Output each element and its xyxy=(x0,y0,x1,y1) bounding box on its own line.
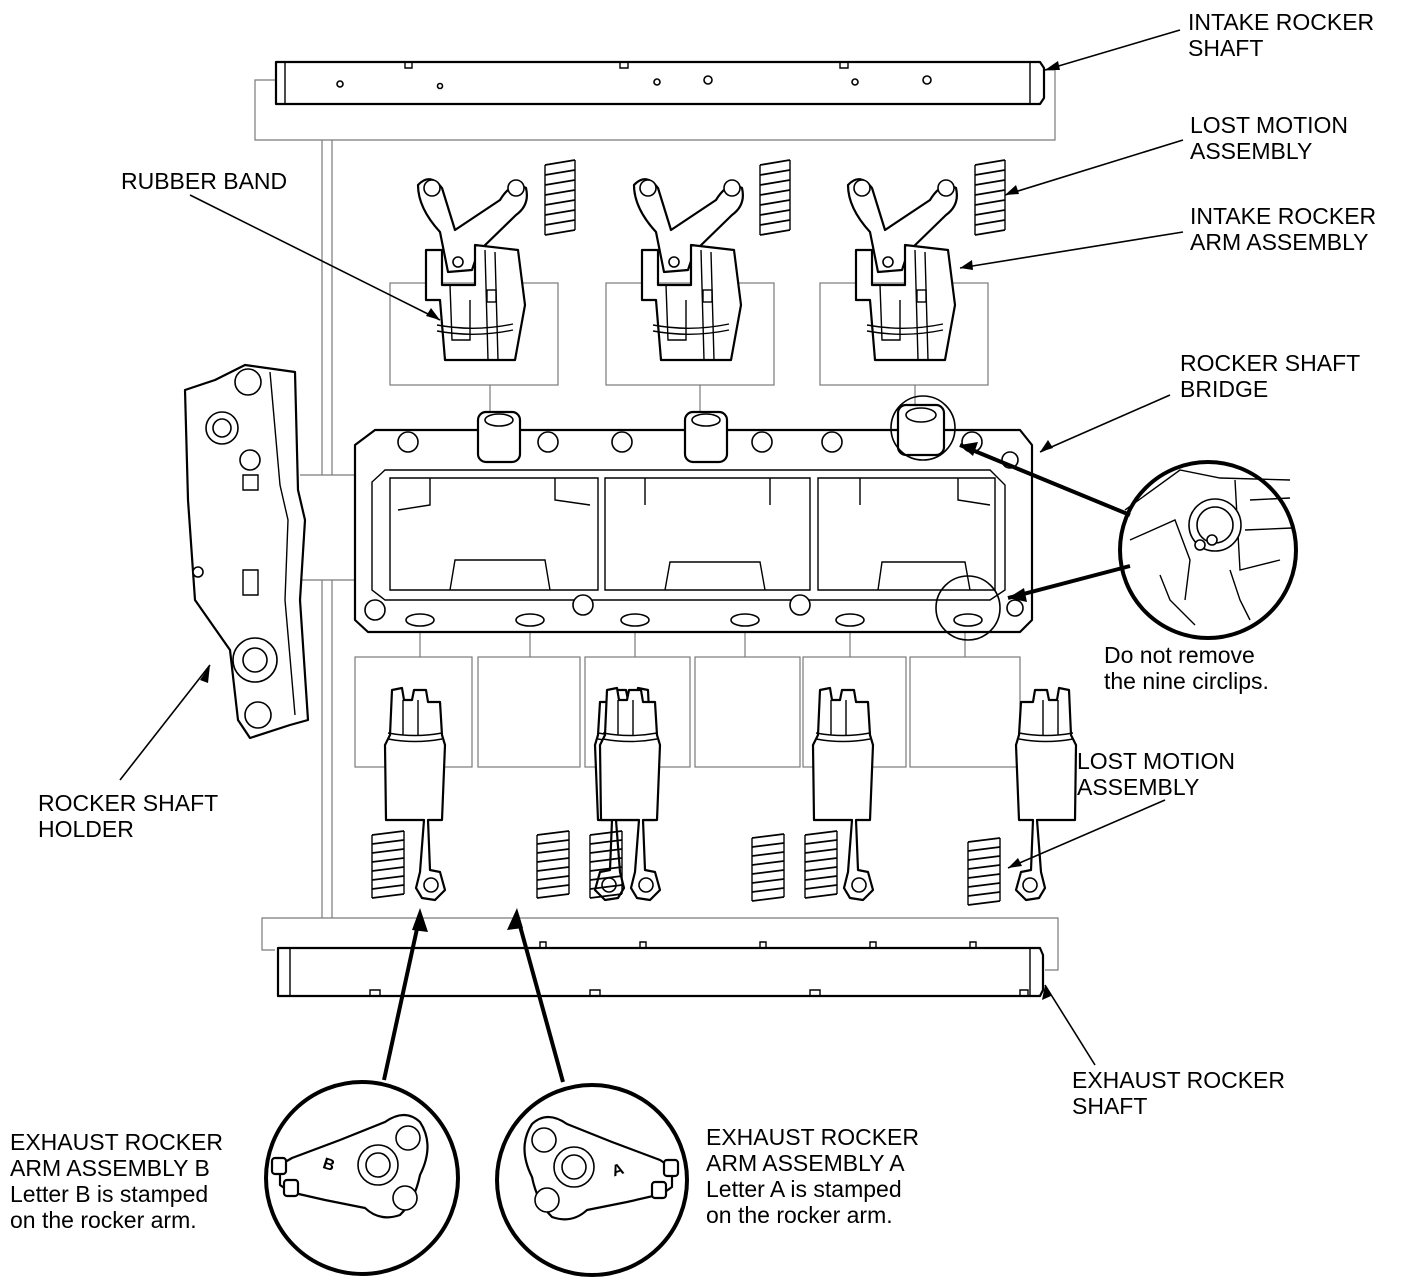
intake-rocker-arm-3 xyxy=(846,178,958,362)
intake-rocker-arm-1 xyxy=(416,178,528,362)
intake-lost-motion-spring-3 xyxy=(974,159,1006,236)
rocker-shaft-holder xyxy=(183,363,310,740)
intake-lost-motion-spring-2 xyxy=(759,159,791,236)
intake-lost-motion-spring-1 xyxy=(544,159,576,236)
stamp-letter-a: A xyxy=(610,1161,627,1181)
exhaust-rocker-arm-4 xyxy=(1014,686,1078,902)
exhaust-arm-a-inset: A xyxy=(495,1083,689,1277)
exhaust-rocker-shaft xyxy=(276,941,1045,998)
exhaust-rocker-arm-5 xyxy=(811,686,875,902)
circlip-detail-inset xyxy=(1118,460,1298,640)
leader-lines xyxy=(119,29,1184,1083)
leader-arrowheads xyxy=(200,61,1060,1000)
stamp-letter-b: B xyxy=(321,1155,337,1175)
exhaust-rocker-arm-3 xyxy=(598,686,662,902)
exhaust-arm-b-inset: B xyxy=(264,1080,460,1276)
intake-rocker-arm-2 xyxy=(632,178,744,362)
rocker-shaft-bridge xyxy=(353,395,1034,641)
exhaust-rocker-arm-1 xyxy=(383,686,447,902)
exhaust-lost-motion-springs xyxy=(371,830,1001,906)
label-rubber-band: RUBBER BAND xyxy=(121,168,288,194)
intake-rocker-shaft xyxy=(274,60,1046,106)
